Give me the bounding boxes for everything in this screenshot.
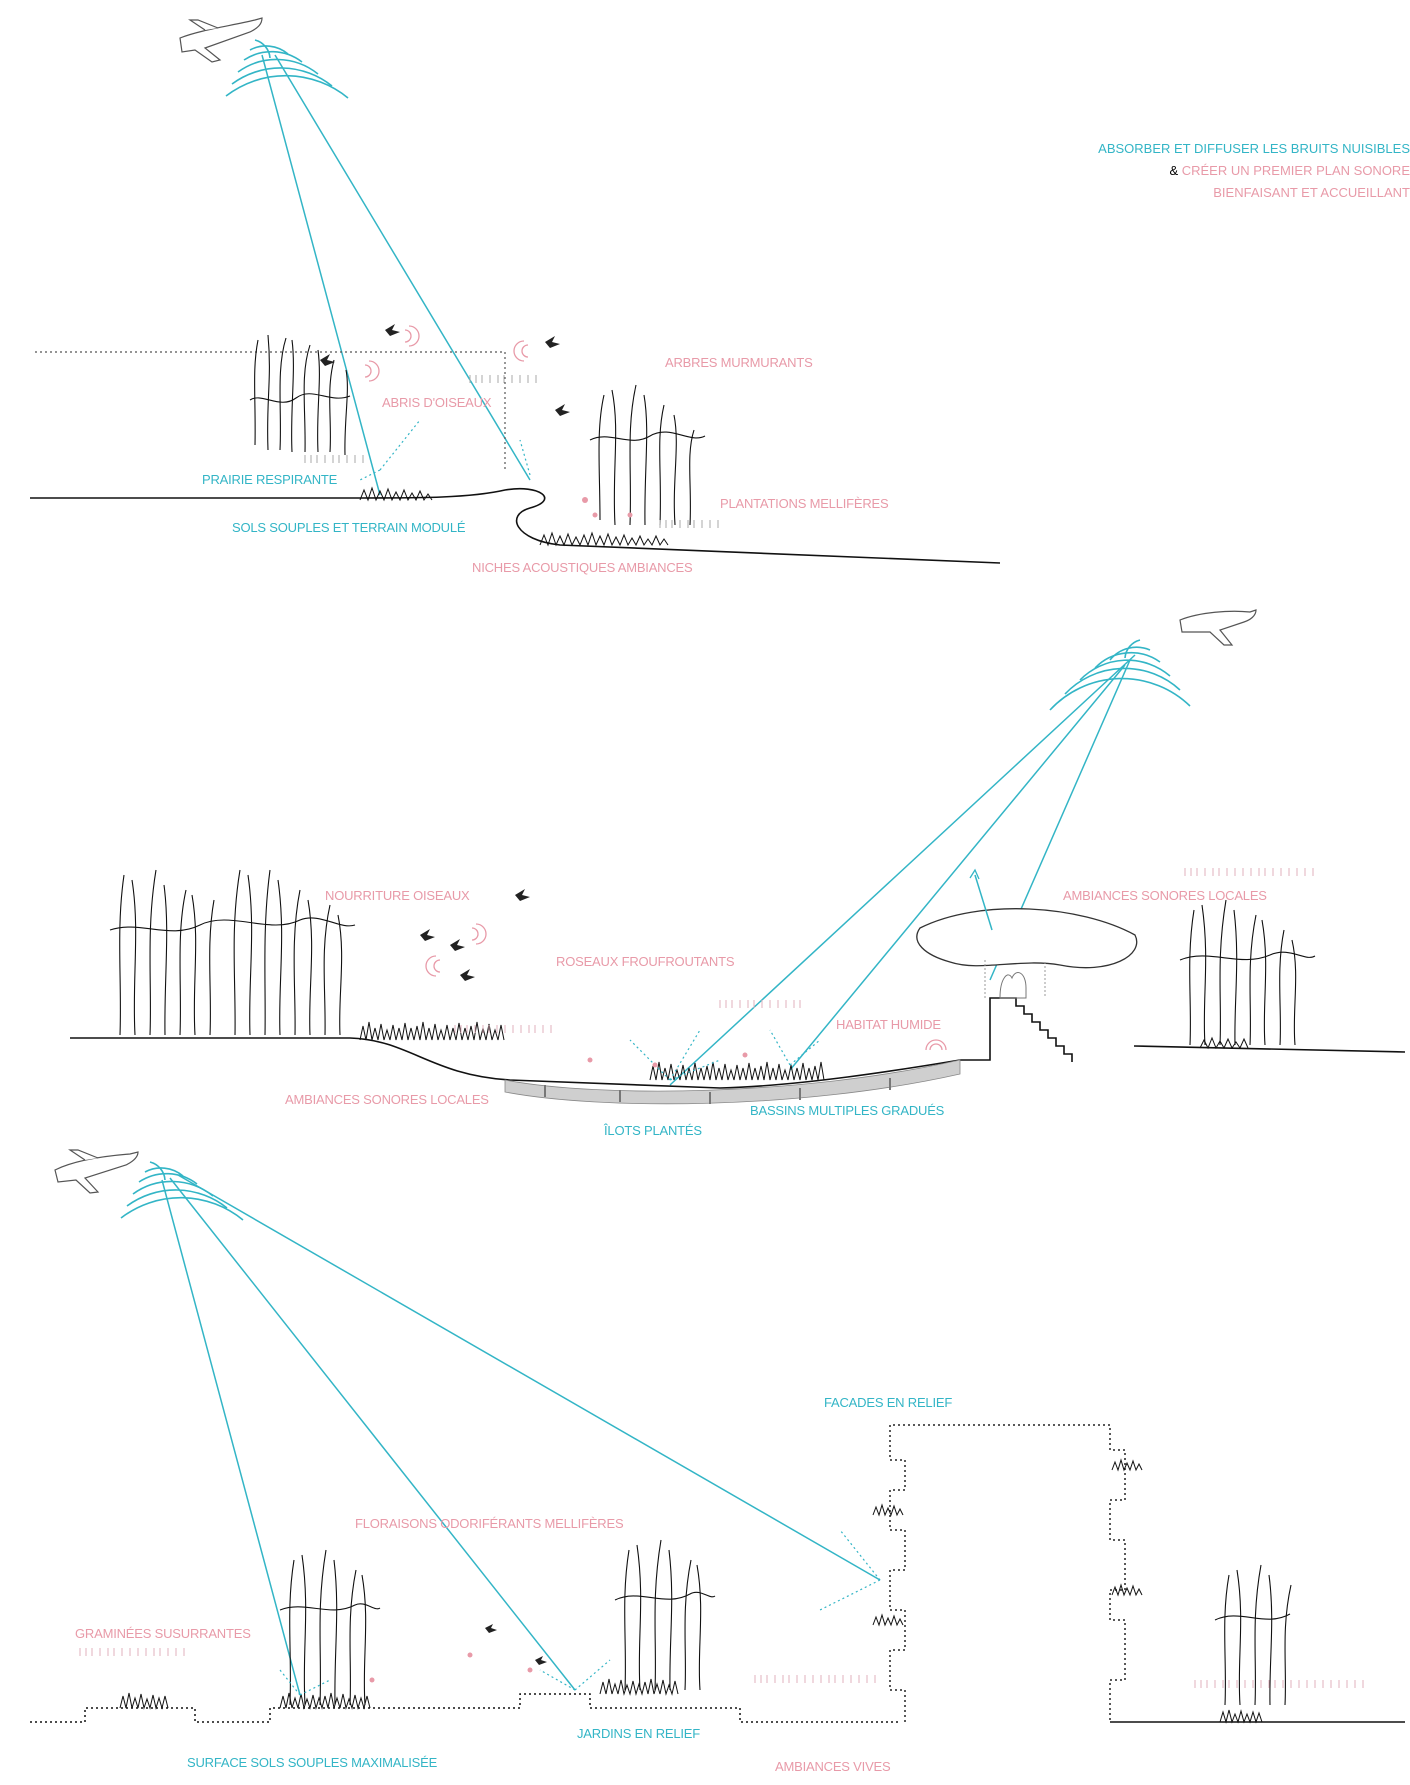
label-arbres-murmurants: ARBRES MURMURANTS bbox=[665, 355, 813, 370]
label-jardins-en-relief: JARDINS EN RELIEF bbox=[577, 1726, 701, 1741]
diagram-header: ABSORBER ET DIFFUSER LES BRUITS NUISIBLE… bbox=[0, 138, 1410, 204]
label-nourriture-oiseaux: NOURRITURE OISEAUX bbox=[325, 888, 470, 903]
label-ambiances-vives: AMBIANCES VIVES bbox=[775, 1759, 891, 1774]
sound-ray bbox=[261, 54, 531, 496]
airplane-icon bbox=[1179, 609, 1257, 646]
label-sols-souples: SOLS SOUPLES ET TERRAIN MODULÉ bbox=[232, 520, 466, 535]
label-prairie-respirante: PRAIRIE RESPIRANTE bbox=[202, 472, 338, 487]
pink-wave-icon bbox=[364, 325, 529, 382]
label-abris-oiseaux: ABRIS D'OISEAUX bbox=[382, 395, 492, 410]
header-line-1: ABSORBER ET DIFFUSER LES BRUITS NUISIBLE… bbox=[1098, 141, 1410, 156]
label-niches-acoustiques: NICHES ACOUSTIQUES AMBIANCES bbox=[472, 560, 693, 575]
bird-icon bbox=[485, 1624, 547, 1665]
bird-icon bbox=[420, 889, 530, 981]
diffusion-arrow bbox=[629, 1029, 821, 1081]
texture-ticks bbox=[304, 375, 719, 528]
diffusion-arrow bbox=[279, 1529, 881, 1696]
flower-dot bbox=[369, 1652, 533, 1683]
sound-wave-icon bbox=[225, 39, 349, 99]
tree-cluster bbox=[109, 869, 356, 1036]
ground-line bbox=[70, 997, 1406, 1089]
dotted-boundary bbox=[35, 351, 506, 470]
sound-wave-icon bbox=[120, 1161, 244, 1221]
flower-dot bbox=[582, 497, 633, 518]
grass-strip bbox=[359, 486, 669, 547]
label-graminees-susurrantes: GRAMINÉES SUSURRANTES bbox=[75, 1626, 251, 1641]
diffusion-arrow bbox=[359, 419, 531, 481]
basin bbox=[504, 1059, 961, 1105]
label-facades-en-relief: FACADES EN RELIEF bbox=[824, 1395, 953, 1410]
airplane-icon bbox=[179, 17, 263, 63]
ground-line bbox=[30, 1693, 900, 1723]
label-habitat-humide: HABITAT HUMIDE bbox=[836, 1017, 941, 1032]
section-1 bbox=[30, 17, 1001, 564]
grass-strip bbox=[119, 1678, 1263, 1724]
sound-ray bbox=[161, 1174, 881, 1696]
texture-ticks bbox=[79, 1648, 1364, 1688]
sound-wave-icon bbox=[1049, 639, 1191, 711]
pink-wave-icon bbox=[425, 923, 947, 1051]
label-roseaux-froufroutants: ROSEAUX FROUFROUTANTS bbox=[556, 954, 735, 969]
tree-cluster bbox=[249, 334, 706, 526]
label-ilots-plantes: ÎLOTS PLANTÉS bbox=[604, 1123, 702, 1138]
canopy-shelter bbox=[916, 868, 1138, 999]
label-floraisons: FLORAISONS ODORIFÉRANTS MELLIFÈRES bbox=[355, 1516, 624, 1531]
header-line-2: CRÉER UN PREMIER PLAN SONORE bbox=[1181, 163, 1410, 178]
label-bassins-multiples: BASSINS MULTIPLES GRADUÉS bbox=[750, 1103, 945, 1118]
label-plantations-melliferes: PLANTATIONS MELLIFÈRES bbox=[720, 496, 889, 511]
header-line-3: BIENFAISANT ET ACCUEILLANT bbox=[1213, 185, 1410, 200]
label-ambiances-sonores-locales-right: AMBIANCES SONORES LOCALES bbox=[1063, 888, 1267, 903]
section-3 bbox=[30, 1149, 1405, 1724]
tree-cluster bbox=[1179, 899, 1316, 1046]
airplane-icon bbox=[54, 1149, 139, 1194]
label-surface-sols-souples: SURFACE SOLS SOUPLES MAXIMALISÉE bbox=[187, 1755, 438, 1770]
section-2 bbox=[70, 609, 1406, 1105]
flower-dot bbox=[587, 1052, 748, 1068]
building-facade bbox=[889, 1424, 1126, 1722]
grass-strip bbox=[359, 1021, 1249, 1081]
texture-ticks bbox=[454, 868, 1314, 1033]
header-ampersand: & bbox=[1169, 163, 1179, 178]
label-ambiances-sonores-locales-left: AMBIANCES SONORES LOCALES bbox=[285, 1092, 489, 1107]
bird-icon bbox=[320, 324, 570, 416]
facade-planting bbox=[872, 1458, 1143, 1627]
tree-cluster bbox=[279, 1539, 1292, 1706]
